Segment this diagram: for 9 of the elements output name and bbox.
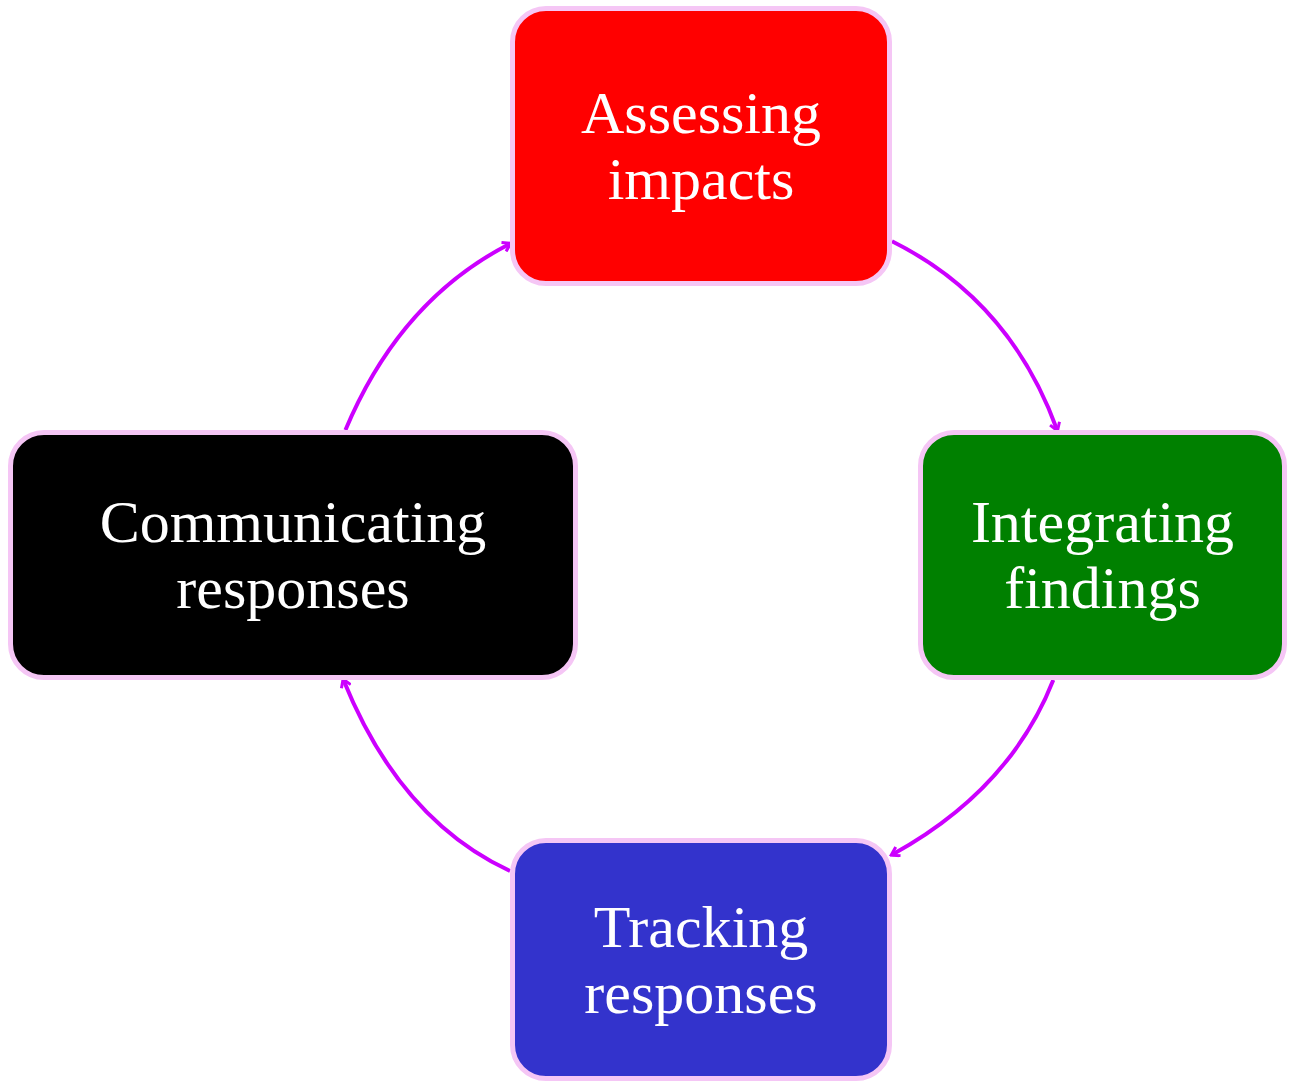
process-box xyxy=(8,430,578,680)
step-label: Assessing impacts xyxy=(580,80,822,212)
step-label: Integrating findings xyxy=(969,489,1236,621)
process-box xyxy=(918,430,1287,680)
curved-arrow xyxy=(889,679,1056,858)
process-box xyxy=(510,838,892,1081)
step-label: Communicating responses xyxy=(98,489,488,621)
step-label: Tracking responses xyxy=(583,893,819,1026)
process-box xyxy=(510,6,892,286)
